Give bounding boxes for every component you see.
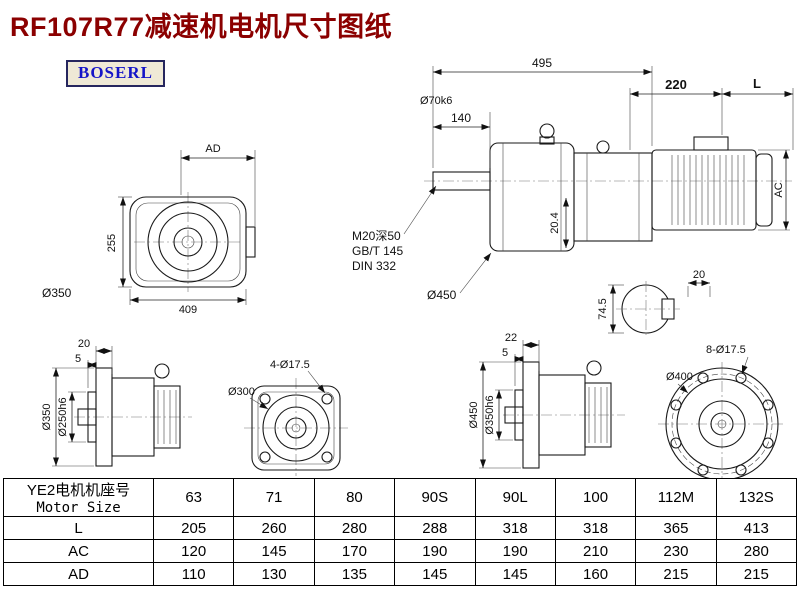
input-stage-housing (573, 152, 653, 242)
b1-dim-350: Ø350 (41, 404, 53, 431)
page-title: RF107R77减速机电机尺寸图纸 (10, 12, 393, 42)
b1-dim-5: 5 (75, 353, 81, 365)
table-header-row: YE2电机机座号 Motor Size 63 71 80 90S 90L 100… (3, 478, 798, 517)
motor-size-label-cn: YE2电机机座号 (26, 482, 131, 499)
dim-flange-450: Ø450 (427, 288, 457, 302)
dim-value-cell: 210 (554, 539, 637, 563)
dim-value-cell: 215 (635, 562, 717, 586)
dim-value-cell: 230 (635, 539, 717, 563)
tap-note-line2: GB/T 145 (352, 244, 403, 258)
motor-size-table: YE2电机机座号 Motor Size 63 71 80 90S 90L 100… (3, 478, 798, 586)
boserl-logo-text: BOSERL (78, 63, 153, 82)
size-col-header: 112M (635, 478, 717, 517)
table-header-motor-size: YE2电机机座号 Motor Size (3, 478, 154, 517)
table-row-l: L 205 260 280 288 318 318 365 413 (3, 516, 798, 540)
size-col-header: 71 (233, 478, 315, 517)
b3-eyebolt-icon (586, 360, 602, 376)
b4-dim-holes: 8-Ø17.5 (706, 344, 746, 356)
dim-shaft-diameter: Ø70k6 (420, 95, 452, 107)
dim-220: 220 (665, 77, 687, 92)
dim-value-cell: 190 (474, 539, 556, 563)
size-col-header: 90L (474, 478, 556, 517)
size-col-header: 132S (715, 478, 798, 517)
b2-dim-holes: 4-Ø17.5 (270, 359, 310, 371)
motor-cooling-fins (671, 155, 745, 225)
row-label: AD (3, 562, 154, 586)
dim-value-cell: 145 (233, 539, 315, 563)
size-col-header: 100 (554, 478, 637, 517)
fan-cowl (755, 153, 773, 227)
table-row-ad: AD 110 130 135 145 145 160 215 215 (3, 562, 798, 586)
b4-dim-400: Ø400 (666, 371, 693, 383)
dim-409: 409 (179, 304, 197, 316)
dim-value-cell: 365 (635, 516, 717, 540)
terminal-lug (245, 226, 256, 258)
b3-dim-350h6: Ø350h6 (484, 395, 496, 434)
size-col-header: 63 (152, 478, 235, 517)
b3-dim-22: 22 (505, 332, 517, 344)
dim-value-cell: 280 (715, 539, 798, 563)
front-dimensions: AD 255 409 Ø350 (42, 143, 256, 316)
dim-value-cell: 288 (394, 516, 476, 540)
b3-dim-450: Ø450 (468, 402, 480, 429)
dim-value-cell: 145 (394, 562, 476, 586)
lifting-eyebolt-icon (539, 123, 555, 139)
tap-note-line3: DIN 332 (352, 259, 396, 273)
b1-eyebolt-icon (154, 363, 170, 379)
b2-square-flange (251, 385, 341, 471)
b1-dim-20: 20 (78, 338, 90, 350)
view-flange-large-side: 22 5 Ø450 Ø350h6 (468, 332, 625, 469)
dim-140: 140 (451, 111, 471, 125)
row-label: AC (3, 539, 154, 563)
dim-value-cell: 280 (313, 516, 396, 540)
dim-L: L (753, 76, 761, 91)
b3-dim-5: 5 (502, 347, 508, 359)
size-col-header: 90S (394, 478, 476, 517)
dim-255: 255 (106, 234, 118, 252)
dim-value-cell: 145 (474, 562, 556, 586)
b3-dimensions: 22 5 Ø450 Ø350h6 (468, 332, 540, 469)
dim-value-cell: 135 (313, 562, 396, 586)
motor-body (651, 149, 757, 231)
view-flange-small-front: 4-Ø17.5 Ø300 (228, 359, 348, 476)
dim-AC: AC (773, 182, 785, 197)
b2-bolt-hole (259, 393, 271, 405)
tap-note-line1: M20深50 (352, 229, 401, 243)
gearbox-housing (489, 142, 575, 252)
dim-value-cell: 120 (152, 539, 235, 563)
dim-value-cell: 413 (715, 516, 798, 540)
dim-value-cell: 190 (394, 539, 476, 563)
view-front: AD 255 409 Ø350 (42, 143, 256, 316)
dim-value-cell: 160 (554, 562, 637, 586)
terminal-box (693, 136, 729, 151)
technical-drawing: AD 255 409 Ø350 (41, 56, 794, 480)
dim-front-diameter: Ø350 (42, 286, 72, 300)
row-label: L (3, 516, 154, 540)
dim-value-cell: 205 (152, 516, 235, 540)
dim-value-cell: 130 (233, 562, 315, 586)
dim-value-cell: 318 (554, 516, 637, 540)
b2-dim-300: Ø300 (228, 386, 255, 398)
dim-495: 495 (532, 56, 552, 70)
view-flange-small-side: 20 5 Ø350 Ø250h6 (41, 338, 192, 467)
side-dimensions: 495 140 Ø70k6 220 L AC (352, 56, 794, 337)
b1-dimensions: 20 5 Ø350 Ø250h6 (41, 338, 113, 467)
dim-value-cell: 318 (474, 516, 556, 540)
dim-value-cell: 110 (152, 562, 235, 586)
b1-dim-250h6: Ø250h6 (57, 397, 69, 436)
dim-value-cell: 170 (313, 539, 396, 563)
table-row-ac: AC 120 145 170 190 190 210 230 280 (3, 539, 798, 563)
view-flange-large-front: 8-Ø17.5 Ø400 (658, 344, 786, 480)
dim-value-cell: 260 (233, 516, 315, 540)
motor-size-label-en: Motor Size (36, 500, 121, 516)
dim-ad: AD (205, 143, 220, 155)
dim-value-cell: 215 (715, 562, 798, 586)
b4-bolt-hole (762, 437, 774, 449)
dim-74-5: 74.5 (597, 298, 609, 319)
dim-key-20: 20 (693, 269, 705, 281)
size-col-header: 80 (313, 478, 396, 517)
view-side: 495 140 Ø70k6 220 L AC (352, 56, 794, 337)
dim-20-4: 20.4 (549, 212, 561, 233)
boserl-logo: BOSERL (66, 60, 165, 87)
